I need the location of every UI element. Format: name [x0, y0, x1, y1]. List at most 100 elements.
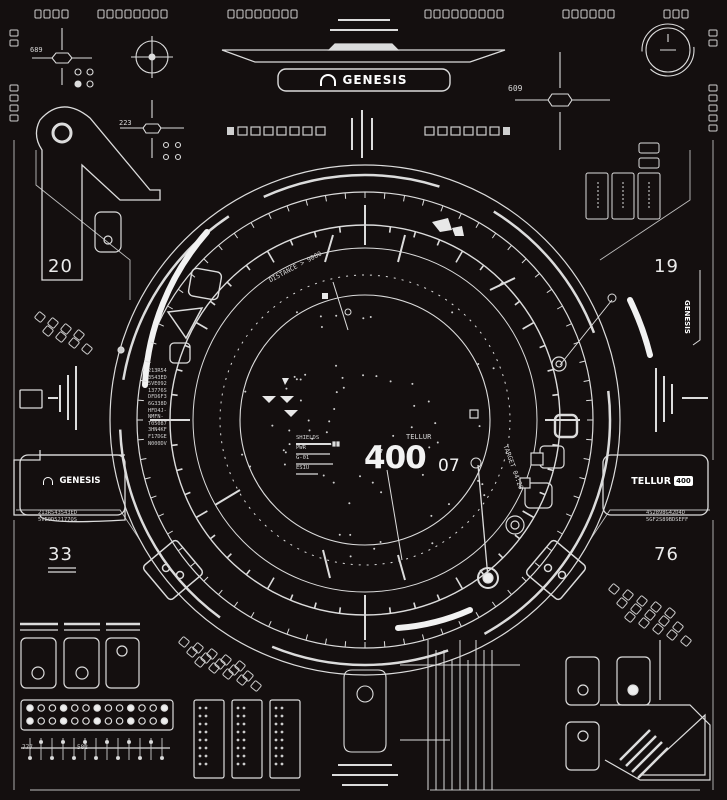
bottom-left-dot-grid	[26, 704, 169, 725]
ring-tick	[522, 510, 535, 519]
outer-ring-tick	[579, 360, 586, 364]
diamond-key	[616, 597, 628, 609]
radar-dot	[392, 434, 395, 437]
ring-tick	[245, 264, 251, 271]
outer-ring-tick	[268, 620, 272, 627]
ring-tick	[176, 368, 183, 372]
radar-dot	[285, 387, 288, 390]
outer-ring-tick	[565, 513, 572, 517]
column-dot	[198, 746, 202, 750]
right-panel-code: 4S2898G42D4D 5GF2S89BDSEFF	[646, 510, 689, 523]
frame-lines	[13, 140, 714, 791]
column-dot	[274, 730, 278, 734]
pin-dot	[137, 755, 143, 761]
diamond-key	[81, 343, 93, 355]
left-panel-code: 213R543543ED 5VE0D52177OS	[38, 510, 77, 523]
outer-ring-tick	[475, 222, 480, 228]
radar-dot	[299, 399, 302, 402]
indicator-bars	[227, 126, 510, 136]
radar-dot	[320, 326, 323, 329]
outer-ring-tick	[475, 612, 480, 618]
outer-ring-tick	[440, 628, 444, 635]
outer-ring-tick	[383, 192, 386, 199]
outer-ring-tick	[177, 288, 184, 294]
radar-dot	[307, 419, 310, 422]
radar-needles	[332, 281, 617, 579]
brand-name: GENESIS	[342, 73, 408, 87]
pin-dot	[49, 755, 55, 761]
outer-ring-tick	[491, 601, 497, 608]
column-dot	[236, 722, 240, 726]
pin-dot	[93, 755, 99, 761]
grid-dot	[138, 717, 146, 725]
bottom-right-diamond-grid	[608, 583, 692, 647]
ring-tick	[514, 534, 521, 540]
diamond-key	[42, 325, 54, 337]
radar-dot	[308, 429, 311, 432]
diamond-key	[666, 629, 678, 641]
ring-tick	[539, 491, 546, 496]
outer-ring-tick	[233, 232, 239, 239]
outer-ring-tick	[557, 305, 563, 310]
diamond-key	[208, 662, 220, 674]
ring-tick	[338, 226, 342, 233]
diamond-key	[630, 603, 642, 615]
outer-ring-tick	[344, 641, 347, 648]
outer-ring-tick	[250, 612, 255, 618]
radar-dot	[299, 378, 302, 381]
corner-number-top-right: 19	[654, 256, 679, 277]
radar-dot	[379, 450, 382, 453]
outer-ring-tick	[565, 323, 572, 327]
outer-ring-tick	[491, 232, 497, 239]
radar-dot	[362, 317, 365, 320]
radar-dot	[244, 390, 247, 393]
outer-ring-tick	[144, 360, 151, 364]
diamond-key	[222, 668, 234, 680]
column-dot	[274, 738, 278, 742]
ring-tick	[209, 534, 216, 540]
status-esiu: ESIU	[296, 465, 310, 471]
column-dot	[242, 722, 246, 726]
grid-dot	[48, 717, 57, 725]
radar-dot	[328, 420, 331, 423]
corner-number-bottom-right: 76	[654, 544, 679, 565]
grid-dot	[104, 717, 113, 725]
outer-ring-tick	[458, 620, 462, 627]
column-dot	[204, 722, 208, 726]
radar-dot	[380, 448, 383, 451]
corner-number-bottom-left: 33	[48, 544, 73, 565]
diamond-key	[47, 317, 59, 329]
radar-dot	[295, 311, 298, 314]
outer-ring-tick	[557, 530, 563, 535]
radar-dot	[369, 316, 372, 319]
main-counter: 400	[364, 440, 427, 476]
column-dot	[236, 706, 240, 710]
column-dot	[242, 754, 246, 758]
radar-dot	[406, 457, 409, 460]
radar-dot	[359, 475, 362, 478]
side-wordmark	[692, 270, 701, 346]
diamond-key	[192, 642, 204, 654]
diamond-key	[236, 674, 248, 686]
status-bars	[296, 441, 340, 475]
grid-dot	[160, 717, 169, 725]
outer-ring-tick	[421, 634, 425, 641]
column-dot	[236, 714, 240, 718]
column-dot	[274, 762, 278, 766]
status-g01: G-01	[296, 455, 310, 461]
grid-dot	[115, 704, 124, 712]
bottom-left-modules	[20, 567, 301, 779]
ring-tick	[436, 594, 441, 601]
radar-dot	[427, 400, 430, 403]
genesis-logo-icon	[320, 74, 337, 86]
column-dot	[274, 714, 278, 718]
column-dot	[198, 730, 202, 734]
bottom-left-pin-grid	[27, 706, 284, 766]
ring-tick	[455, 250, 464, 263]
grid-dot	[59, 717, 68, 725]
outer-ring-tick	[546, 546, 553, 552]
column-dot	[204, 746, 208, 750]
column-dot	[198, 738, 202, 742]
diamond-key	[242, 670, 254, 682]
left-ring-elements	[117, 267, 223, 364]
